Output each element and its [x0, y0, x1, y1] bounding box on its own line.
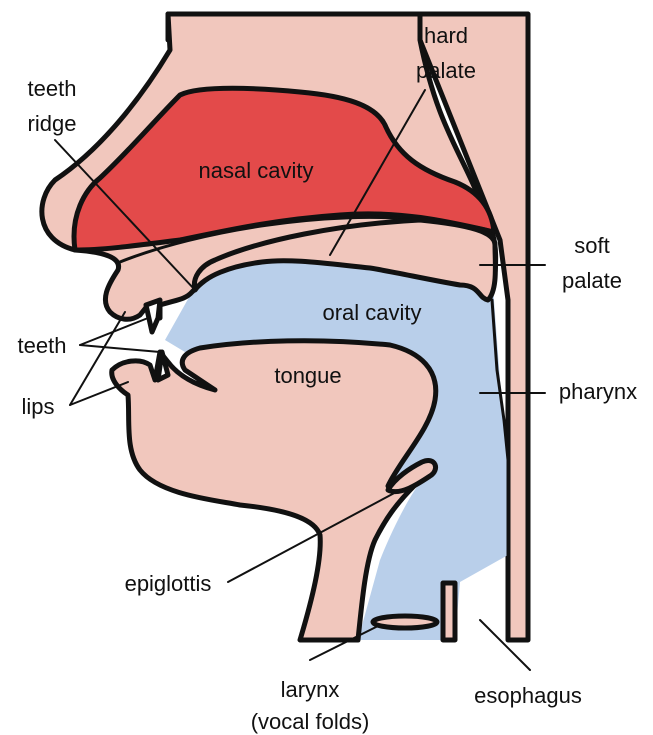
- label-teeth-ridge-line1: teeth: [28, 76, 77, 101]
- label-hard-palate-line2: palate: [416, 58, 476, 83]
- leader-lips-upper: [70, 312, 125, 405]
- label-esophagus: esophagus: [474, 683, 582, 708]
- label-larynx-line1: larynx: [281, 677, 340, 702]
- leader-teeth-lower: [80, 345, 160, 352]
- label-teeth: teeth: [18, 333, 67, 358]
- label-oral-cavity: oral cavity: [322, 300, 421, 325]
- label-epiglottis: epiglottis: [125, 571, 212, 596]
- label-soft-palate-line1: soft: [574, 233, 609, 258]
- upper-teeth-shape: [146, 300, 160, 332]
- esophagus-wall: [443, 583, 455, 640]
- label-lips: lips: [21, 394, 54, 419]
- label-teeth-ridge-line2: ridge: [28, 111, 77, 136]
- label-tongue: tongue: [274, 363, 341, 388]
- label-soft-palate-line2: palate: [562, 268, 622, 293]
- label-larynx-line2: (vocal folds): [251, 709, 370, 734]
- leader-lips-lower: [70, 382, 128, 405]
- label-pharynx: pharynx: [559, 379, 637, 404]
- vocal-folds-shape: [373, 616, 437, 628]
- label-nasal-cavity: nasal cavity: [199, 158, 314, 183]
- label-hard-palate-line1: hard: [424, 23, 468, 48]
